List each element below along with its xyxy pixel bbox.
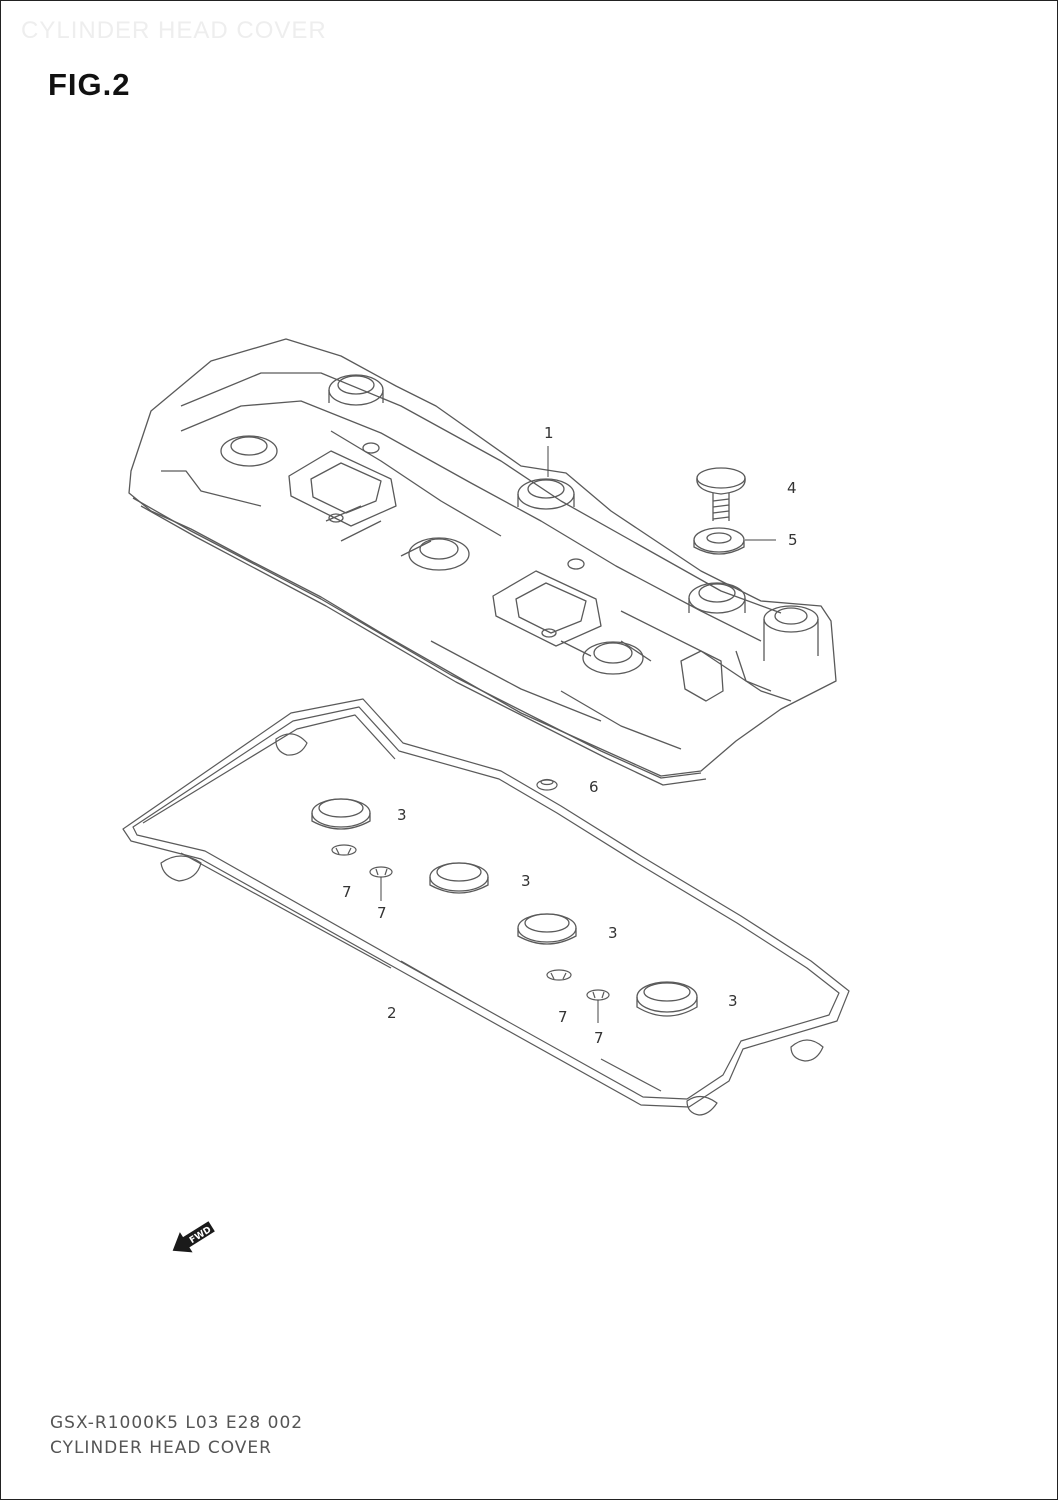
- callout-7-third: 7: [558, 1008, 568, 1026]
- callout-5: 5: [788, 531, 798, 549]
- watermark-title: CYLINDER HEAD COVER: [21, 17, 327, 44]
- small-grommets: [331, 844, 610, 1001]
- plug-hole-seals: [311, 798, 698, 1017]
- callout-7-fourth: 7: [594, 1029, 604, 1047]
- figure-label: FIG.2: [48, 67, 131, 102]
- callout-3-first: 3: [397, 806, 407, 824]
- callout-4: 4: [787, 479, 797, 497]
- callout-2: 2: [387, 1004, 397, 1022]
- bolt-washer: [693, 527, 745, 555]
- callout-6: 6: [589, 778, 599, 796]
- callout-leaders: [380, 446, 776, 1023]
- cover-bolt: [696, 467, 746, 521]
- diagram-code: GSX-R1000K5 L03 E28 002: [50, 1413, 304, 1433]
- callout-7-first: 7: [342, 883, 352, 901]
- forward-direction-arrow-icon: FWD: [172, 1221, 215, 1253]
- callout-3-third: 3: [608, 924, 618, 942]
- cylinder-head-cover: [128, 338, 837, 786]
- callout-7-second: 7: [377, 904, 387, 922]
- diagram-caption: CYLINDER HEAD COVER: [50, 1438, 272, 1458]
- o-ring-small: [536, 778, 558, 791]
- callout-1: 1: [544, 424, 554, 442]
- callout-3-fourth: 3: [728, 992, 738, 1010]
- callout-3-second: 3: [521, 872, 531, 890]
- cover-gasket: [122, 698, 850, 1116]
